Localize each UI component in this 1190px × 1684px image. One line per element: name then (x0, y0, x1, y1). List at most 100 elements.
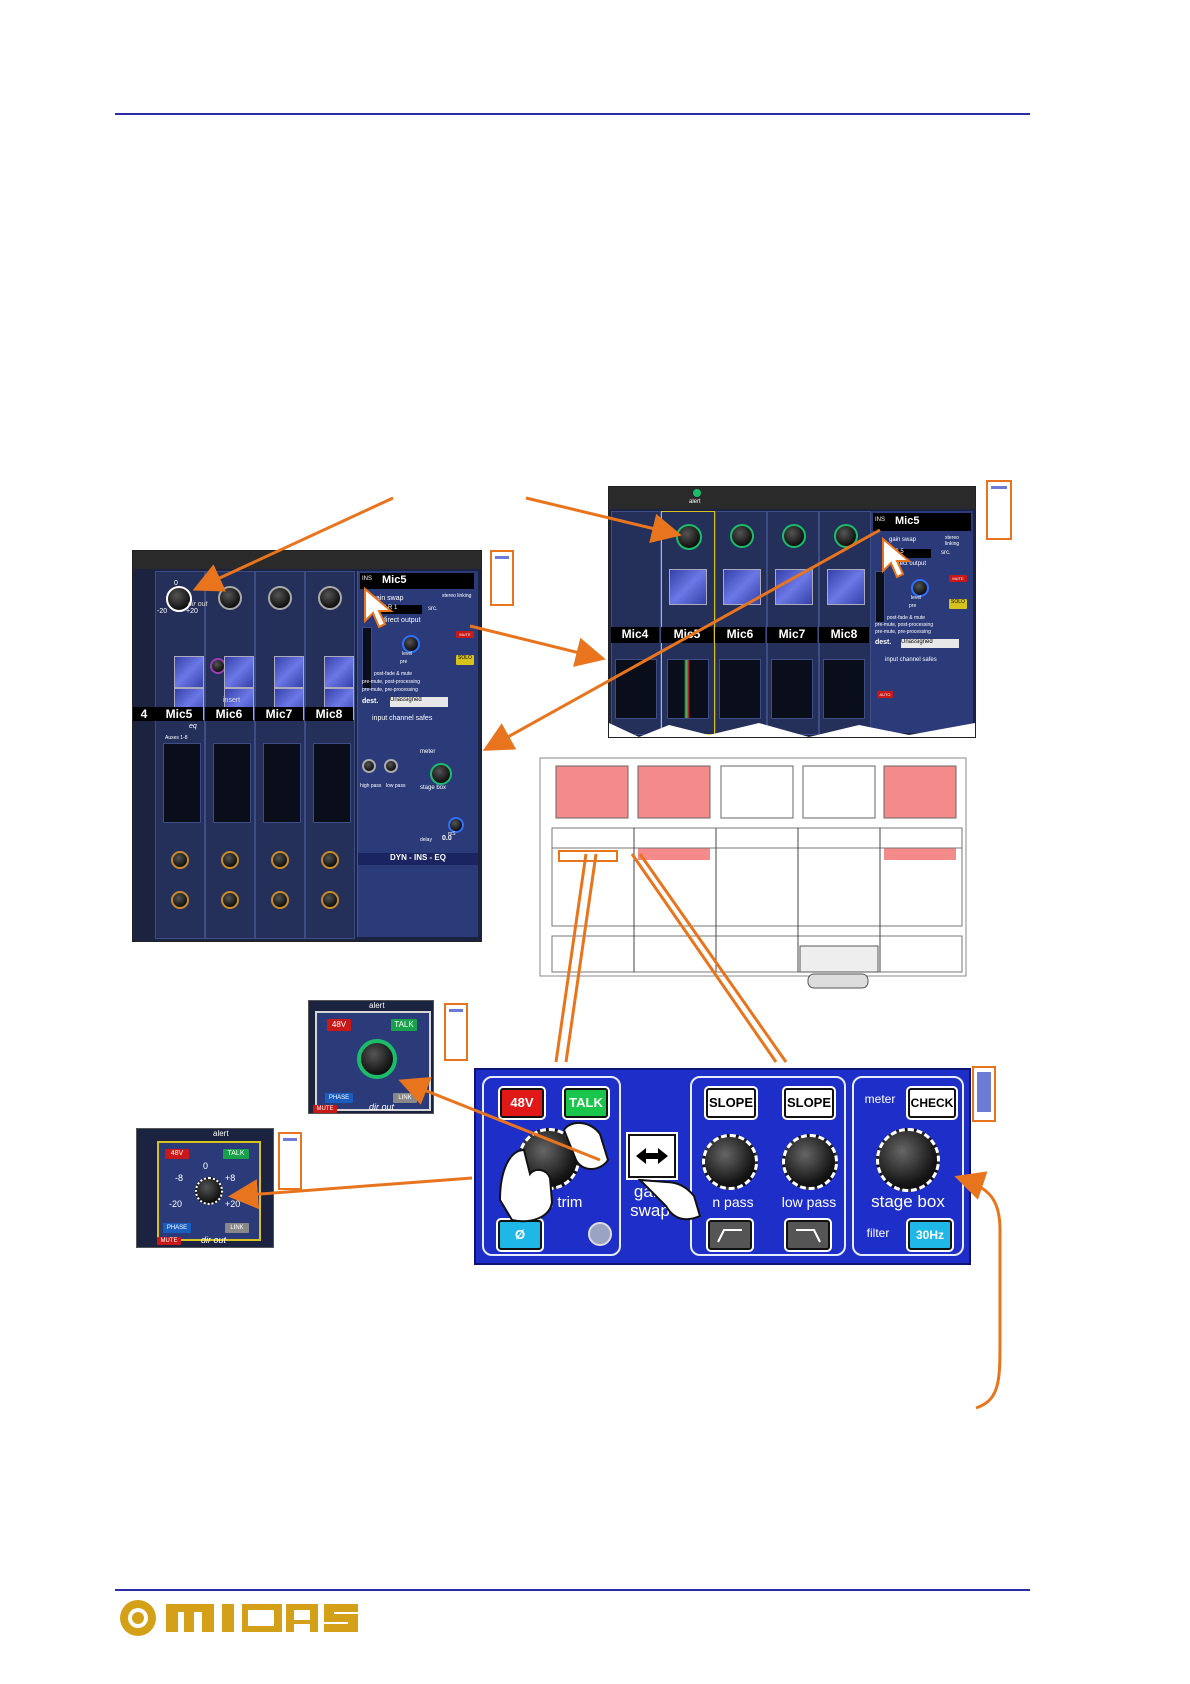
high-pass-slope-button[interactable]: SLOPE (706, 1088, 756, 1118)
level-knob[interactable] (402, 635, 420, 653)
mute-button[interactable]: MUTE (456, 631, 474, 638)
stage-box-knob[interactable] (430, 763, 452, 785)
channel-name[interactable]: Mic7 (255, 707, 303, 721)
stage-box-knob[interactable] (876, 1128, 940, 1192)
mode-pre-mute-post[interactable]: pre-mute, post-processing (875, 622, 934, 628)
alert-label: alert (689, 499, 701, 505)
aux-send-knob[interactable] (171, 851, 189, 869)
gain-knob[interactable] (730, 524, 754, 548)
mode-pre-mute-pre[interactable]: pre-mute, pre-processing (362, 687, 418, 693)
src-label: src. (941, 550, 951, 556)
auto-button[interactable]: AUTO (877, 691, 893, 698)
dir-out-label: dir out (369, 1102, 395, 1112)
indicator-led (588, 1222, 612, 1246)
level-knob[interactable] (911, 579, 929, 597)
talk-button[interactable]: TALK (564, 1088, 608, 1118)
highlight-box (558, 850, 618, 862)
level-label: level (402, 651, 413, 657)
footer-tab[interactable]: DYN - INS - EQ (358, 853, 478, 865)
dynamics-pad[interactable] (174, 656, 204, 688)
channel-name[interactable]: Mic6 (715, 627, 765, 643)
channel-name[interactable]: Mic7 (767, 627, 817, 643)
phase-button[interactable]: PHASE (163, 1223, 191, 1233)
aux-meter (213, 743, 251, 823)
phase-button[interactable]: PHASE (325, 1093, 353, 1103)
mute-button[interactable]: MUTE (313, 1105, 337, 1113)
dynamics-pad[interactable] (669, 569, 707, 605)
mode-pre-mute-post[interactable]: pre-mute, post-processing (362, 679, 421, 685)
aux-send-knob[interactable] (221, 891, 239, 909)
channel-detail-panel: INS Mic5 gain swap stereo linking 1 - XL… (357, 571, 478, 937)
solo-button[interactable]: SOLO (456, 655, 474, 665)
gain-knob[interactable] (782, 524, 806, 548)
filter-section: SLOPE SLOPE n pass low pass (690, 1076, 846, 1256)
channel-name[interactable]: Mic6 (205, 707, 253, 721)
high-pass-knob[interactable] (702, 1134, 758, 1190)
high-pass-knob[interactable] (362, 759, 376, 773)
48v-button[interactable]: 48V (500, 1088, 544, 1118)
aux-send-knob[interactable] (171, 891, 189, 909)
aux-send-knob[interactable] (271, 891, 289, 909)
footer-rule (115, 1589, 1030, 1591)
phase-button[interactable]: Ø (498, 1220, 542, 1250)
low-pass-enable-button[interactable] (786, 1220, 830, 1250)
low-pass-knob[interactable] (384, 759, 398, 773)
dest-select[interactable]: Unassigned (390, 697, 448, 707)
aux-meter (771, 659, 813, 719)
alert-icon (693, 489, 701, 497)
30hz-filter-button[interactable]: 30Hz (908, 1220, 952, 1250)
mode-post-fade[interactable]: post-fade & mute (374, 671, 413, 677)
midas-logo-mark-icon (120, 1600, 358, 1636)
dynamics-pad[interactable] (775, 569, 813, 605)
dest-select[interactable]: Unassigned (901, 639, 959, 648)
gain-knob[interactable] (318, 586, 342, 610)
aux-send-knob[interactable] (321, 851, 339, 869)
pre-label: pre (400, 659, 408, 665)
direct-output-label: direct output (382, 617, 421, 624)
dynamics-pad[interactable] (224, 656, 254, 688)
channel-name[interactable]: Mic8 (819, 627, 869, 643)
gain-knob[interactable] (195, 1177, 223, 1205)
low-pass-label: low pass (386, 783, 406, 789)
dynamics-pad[interactable] (324, 656, 354, 688)
mode-post-fade[interactable]: post-fade & mute (887, 615, 926, 621)
gain-swap-button[interactable] (628, 1134, 676, 1178)
gain-knob[interactable] (166, 586, 192, 612)
check-button[interactable]: CHECK (908, 1088, 956, 1118)
channel-name[interactable]: Mic5 (155, 707, 203, 721)
aux-send-knob[interactable] (321, 891, 339, 909)
aux-meter (823, 659, 865, 719)
talk-button[interactable]: TALK (223, 1149, 249, 1159)
gain-knob[interactable] (834, 524, 858, 548)
dynamics-pad[interactable] (274, 656, 304, 688)
surface-control-panel: 48V TALK in trim Ø gain swap SLOPE SLOPE… (474, 1068, 971, 1265)
link-button[interactable]: LINK (225, 1223, 249, 1233)
channel-name[interactable]: Mic8 (305, 707, 353, 721)
talk-button[interactable]: TALK (391, 1019, 417, 1031)
direct-output-label: direct output (893, 561, 927, 567)
48v-button[interactable]: 48V (165, 1149, 189, 1159)
delay-value: 0.0 (442, 835, 452, 842)
mode-pre-mute-pre[interactable]: pre-mute, pre-processing (875, 629, 931, 635)
channel-name[interactable]: Mic4 (611, 627, 659, 643)
aux-send-knob[interactable] (221, 851, 239, 869)
swap-arrows-icon (636, 1148, 668, 1164)
gain-knob[interactable] (218, 586, 242, 610)
scale-0: 0 (203, 1161, 209, 1171)
mute-button[interactable]: MUTE (157, 1237, 181, 1245)
input-channel-safes-label: input channel safes (372, 715, 433, 722)
delay-unit: mS (448, 831, 456, 837)
gain-trim-section: 48V TALK in trim Ø (482, 1076, 621, 1256)
gain-knob[interactable] (268, 586, 292, 610)
solo-button[interactable]: SOLO (949, 599, 967, 609)
high-pass-enable-button[interactable] (708, 1220, 752, 1250)
gain-swap-label: gain swap (889, 537, 917, 543)
mute-button[interactable]: MUTE (949, 575, 967, 582)
low-pass-knob[interactable] (782, 1134, 838, 1190)
gain-knob[interactable] (357, 1039, 397, 1079)
delay-knob[interactable] (448, 817, 464, 833)
aux-send-knob[interactable] (271, 851, 289, 869)
dynamics-pad[interactable] (827, 569, 865, 605)
48v-button[interactable]: 48V (327, 1019, 351, 1031)
low-pass-slope-button[interactable]: SLOPE (784, 1088, 834, 1118)
